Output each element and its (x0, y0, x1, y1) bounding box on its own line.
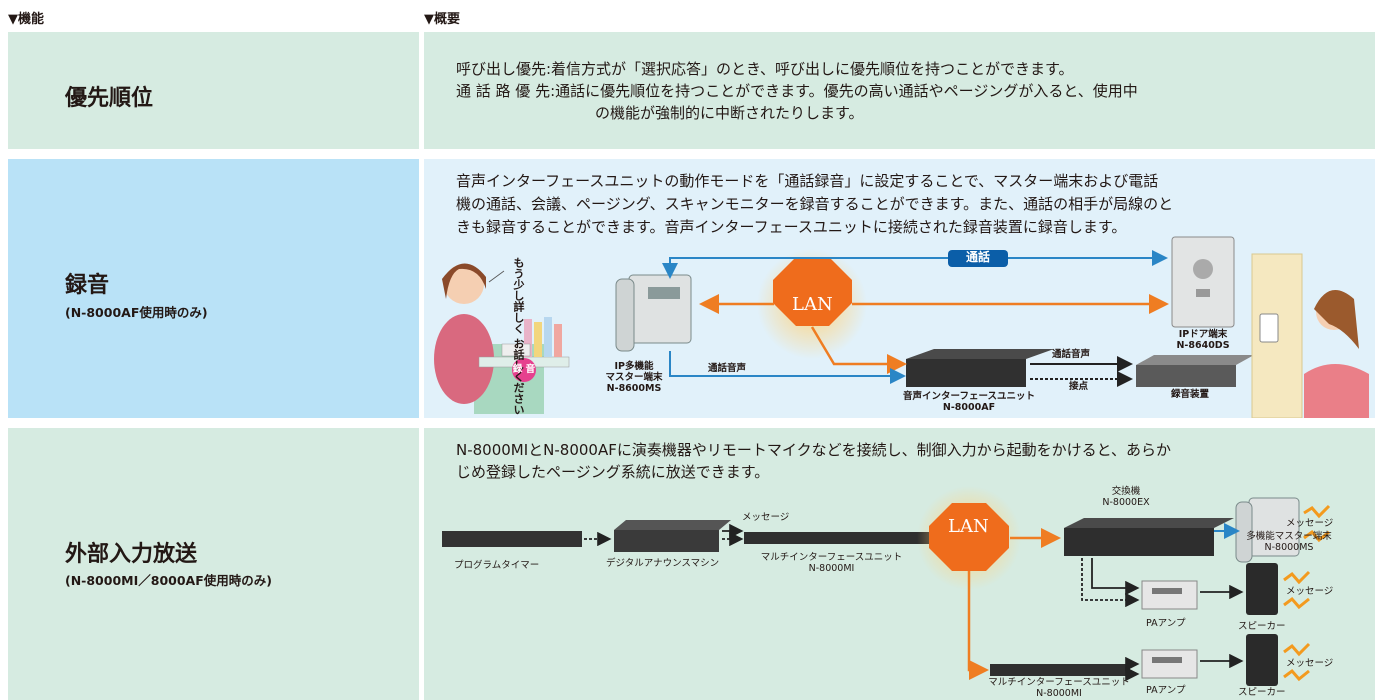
speaker-icon-2 (1246, 634, 1278, 686)
message-label-2: メッセージ (1286, 586, 1334, 597)
pa-amp-label-2: PAアンプ (1146, 685, 1186, 696)
priority-line-2: 通 話 路 優 先:通話に優先順位を持つことができます。優先の高い通話やページン… (456, 82, 1138, 100)
master-terminal-label-1: 多機能マスター端末 (1246, 531, 1332, 542)
speech-bubble: もう少し詳しく お話しください (496, 257, 525, 415)
recording-subtitle: (N-8000AF使用時のみ) (65, 305, 208, 320)
exchange-icon (1064, 518, 1234, 556)
speaker-label-2: スピーカー (1238, 687, 1286, 698)
message-top-label: メッセージ (742, 512, 790, 523)
lan-label: LAN (792, 294, 833, 315)
exchange-label: 交換機 N-8000EX (1096, 486, 1156, 508)
external-line-2: じめ登録したページング系統に放送できます。 (456, 463, 770, 481)
digital-announce-label: デジタルアナウンスマシン (606, 558, 720, 569)
message-wave-2b (1283, 596, 1310, 610)
multi-interface-label-1: マルチインターフェースユニット N-8000MI (744, 552, 919, 574)
recording-diagram (434, 236, 1369, 418)
priority-line-3: の機能が強制的に中断されたりします。 (595, 104, 864, 122)
message-wave-3 (1283, 642, 1311, 657)
ip-door-station-icon (1171, 236, 1235, 328)
door-station-label: IPドア端末 N-8640DS (1172, 329, 1234, 351)
external-feature-cell: 外部入力放送 (N-8000MI／8000AF使用時のみ) (8, 428, 419, 700)
pa-amp-icon-2 (1141, 649, 1198, 679)
message-label-1: メッセージ (1286, 518, 1334, 529)
master-terminal-label: 多機能マスター端末 N-8000MS (1234, 531, 1344, 553)
column-header-overview: ▼概要 (424, 12, 460, 27)
voice-interface-unit-label: 音声インターフェースユニット N-8000AF (894, 391, 1044, 413)
multi-interface-label-2b: N-8000MI (1036, 688, 1082, 699)
recorder-icon (1136, 355, 1254, 387)
external-line-1: N-8000MIとN-8000AFに演奏機器やリモートマイクなどを接続し、制御入… (456, 441, 1171, 459)
recording-line-1: 音声インターフェースユニットの動作モードを「通話録音」に設定することで、マスター… (456, 172, 1159, 190)
master-terminal-label-2: N-8000MS (1264, 542, 1314, 553)
lan-hub-2 (929, 503, 1009, 571)
speech-line-1: もう少し詳しく (512, 257, 525, 334)
call-audio-label-1: 通話音声 (708, 363, 747, 374)
message-wave-1 (1303, 504, 1331, 519)
priority-line-1: 呼び出し優先:着信方式が「選択応答」のとき、呼び出しに優先順位を持つことができま… (456, 60, 1074, 78)
contact-label: 接点 (1069, 381, 1089, 392)
master-phone-label-3: N-8600MS (606, 383, 662, 394)
door-station-label-1: IPドア端末 (1178, 329, 1228, 340)
recording-line-3: きも録音することができます。音声インターフェースユニットに接続された録音装置に録… (456, 218, 1127, 236)
multi-interface-label-2: マルチインターフェースユニット N-8000MI (984, 677, 1134, 699)
digital-announce-machine-icon (614, 520, 731, 552)
program-timer-label: プログラムタイマー (454, 560, 540, 571)
lan-label-2: LAN (948, 516, 989, 537)
message-label-3: メッセージ (1286, 658, 1334, 669)
multi-interface-label-1a: マルチインターフェースユニット (760, 552, 903, 563)
voice-interface-unit-icon (906, 349, 1054, 387)
operator-illustration (434, 263, 570, 414)
lan-hub (773, 257, 852, 326)
door-station-label-2: N-8640DS (1176, 340, 1230, 351)
pa-amp-label-1: PAアンプ (1146, 618, 1186, 629)
recording-badge: 録 音 (512, 364, 536, 375)
master-phone-label-2: マスター端末 (605, 372, 663, 383)
external-subtitle: (N-8000MI／8000AF使用時のみ) (65, 573, 272, 588)
visitor-illustration (1304, 290, 1369, 418)
exchange-label-2: N-8000EX (1102, 497, 1150, 508)
recorder-label: 録音装置 (1170, 389, 1209, 400)
multi-interface-unit-icon-2 (990, 664, 1130, 676)
speaker-label-1: スピーカー (1238, 621, 1286, 632)
speaker-icon-1 (1246, 563, 1278, 615)
speech-line-2: お話しください (512, 337, 525, 415)
call-tag-bg (948, 250, 1008, 267)
multi-interface-label-1b: N-8000MI (808, 563, 855, 574)
recording-line-2: 機の通話、会議、ページング、スキャンモニターを録音することができます。また、通話… (456, 195, 1174, 213)
call-tag: 通話 (965, 250, 990, 264)
master-terminal-icon (1235, 497, 1300, 563)
recording-feature-cell: 録音 (N-8000AF使用時のみ) (8, 159, 419, 418)
external-diagram (442, 486, 1331, 686)
voice-interface-unit-label-1: 音声インターフェースユニット (903, 391, 1035, 402)
recording-badge-bg (512, 358, 536, 382)
master-phone-label-1: IP多機能 (614, 361, 654, 372)
message-wave-1b (1303, 529, 1330, 543)
recording-title: 録音 (65, 273, 110, 298)
program-timer-icon (442, 531, 582, 547)
door-station-small (1259, 313, 1279, 343)
ip-master-phone-icon (615, 274, 692, 352)
call-audio-label-2: 通話音声 (1052, 349, 1091, 360)
column-header-function: ▼機能 (8, 12, 44, 27)
external-title: 外部入力放送 (65, 542, 198, 567)
message-wave-3b (1283, 668, 1310, 682)
priority-feature-cell: 優先順位 (8, 32, 419, 149)
recording-desc-cell: 音声インターフェースユニットの動作モードを「通話録音」に設定することで、マスター… (424, 159, 1375, 418)
priority-desc-cell: 呼び出し優先:着信方式が「選択応答」のとき、呼び出しに優先順位を持つことができま… (424, 32, 1375, 149)
external-desc-cell: N-8000MIとN-8000AFに演奏機器やリモートマイクなどを接続し、制御入… (424, 428, 1375, 700)
multi-interface-label-2a: マルチインターフェースユニット (988, 677, 1130, 688)
voice-interface-unit-label-2: N-8000AF (942, 402, 996, 413)
message-wave-2 (1283, 570, 1311, 585)
exchange-label-1: 交換機 (1111, 486, 1141, 497)
priority-title: 優先順位 (65, 86, 154, 111)
multi-interface-unit-icon-1 (744, 532, 932, 544)
master-phone-label: IP多機能 マスター端末 N-8600MS (589, 361, 679, 394)
pa-amp-icon-1 (1141, 580, 1198, 610)
